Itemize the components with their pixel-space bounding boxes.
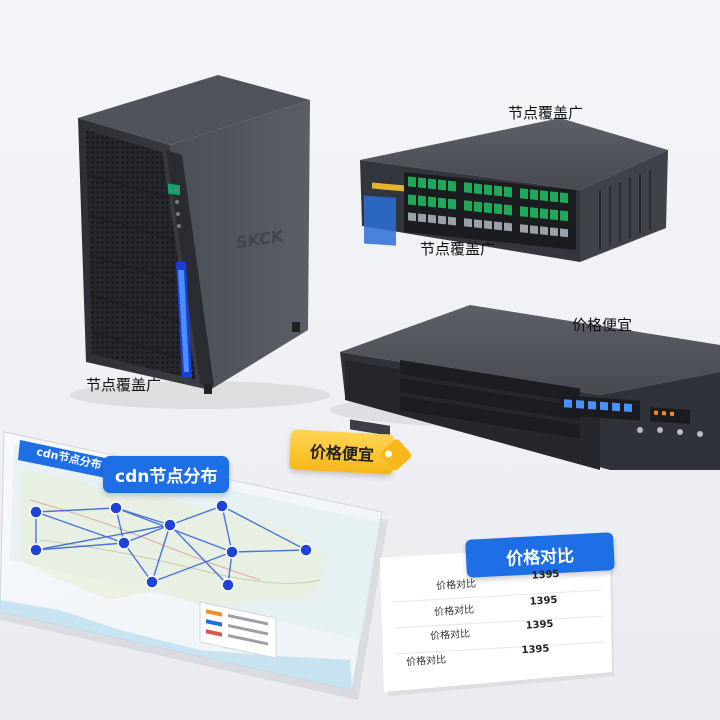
label-coverage-mid: 节点覆盖广 bbox=[420, 240, 496, 258]
switch-lower bbox=[340, 305, 720, 470]
label-price-cheap-top: 价格便宜 bbox=[572, 316, 633, 334]
price-tag: 价格便宜 bbox=[289, 429, 395, 475]
price-row: 价格对比 1395 bbox=[436, 569, 560, 593]
price-tag-text: 价格便宜 bbox=[309, 442, 375, 465]
price-row: 价格对比 1395 bbox=[430, 619, 554, 643]
label-coverage-left: 节点覆盖广 bbox=[86, 376, 162, 394]
tag-hole-icon bbox=[384, 450, 393, 458]
price-row-value: 1395 bbox=[521, 643, 550, 657]
price-row-value: 1395 bbox=[525, 618, 554, 632]
switch-upper bbox=[360, 118, 668, 262]
cdn-map bbox=[0, 431, 388, 700]
map-badge: cdn节点分布 bbox=[103, 456, 230, 493]
price-row-value: 1395 bbox=[531, 568, 560, 582]
tower-server bbox=[78, 75, 310, 394]
price-row: 价格对比 1395 bbox=[406, 643, 550, 668]
price-row: 价格对比 1395 bbox=[434, 595, 558, 619]
price-card bbox=[380, 544, 614, 696]
price-row-value: 1395 bbox=[529, 594, 558, 608]
label-coverage-top: 节点覆盖广 bbox=[508, 104, 584, 122]
